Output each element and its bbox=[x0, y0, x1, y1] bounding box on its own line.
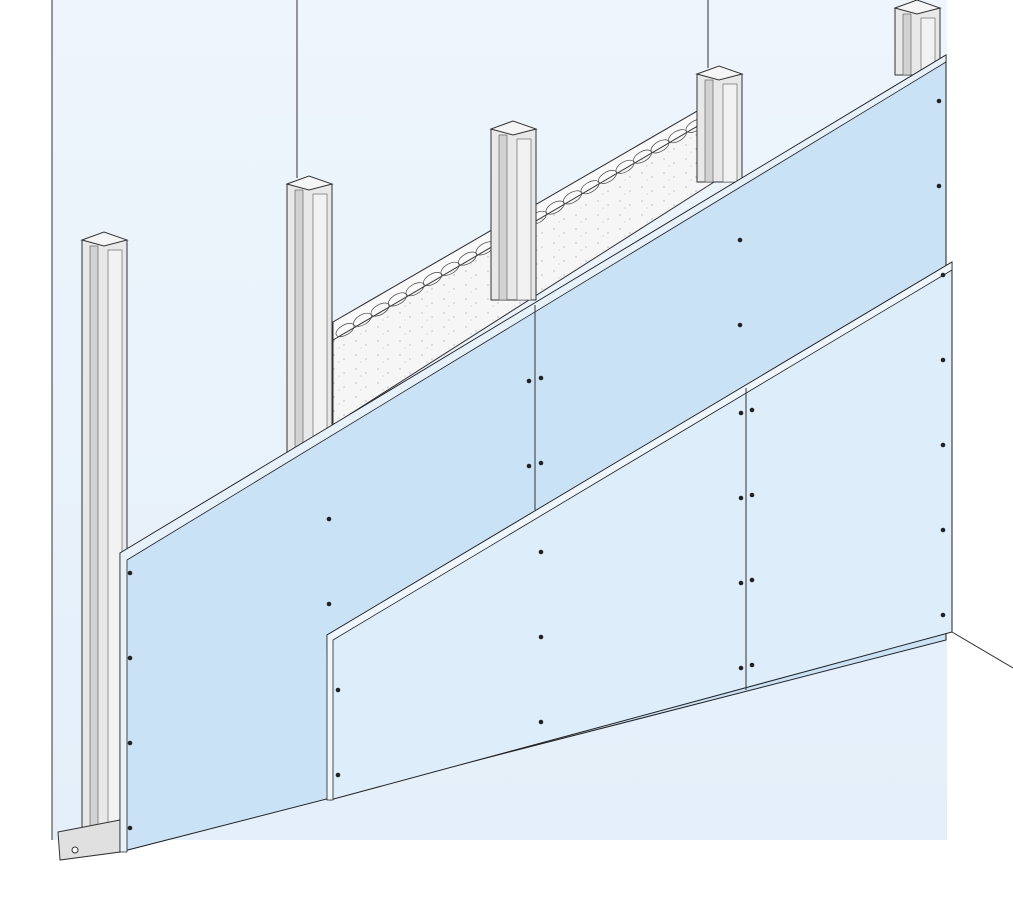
second-gypsum-board bbox=[326, 261, 953, 801]
screw bbox=[940, 442, 946, 448]
screw bbox=[749, 577, 755, 583]
floor-track bbox=[57, 819, 121, 861]
screw bbox=[538, 634, 544, 640]
screw bbox=[538, 460, 544, 466]
screw bbox=[738, 665, 744, 671]
screw bbox=[127, 570, 133, 576]
screw bbox=[737, 322, 743, 328]
screw bbox=[737, 237, 743, 243]
screw bbox=[940, 357, 946, 363]
screw bbox=[335, 772, 341, 778]
screw bbox=[940, 272, 946, 278]
screw bbox=[749, 492, 755, 498]
floor-line bbox=[951, 631, 1013, 669]
metal-stud bbox=[489, 120, 538, 301]
metal-stud bbox=[695, 65, 744, 183]
screw bbox=[326, 516, 332, 522]
screw bbox=[538, 375, 544, 381]
screw bbox=[538, 719, 544, 725]
screw bbox=[738, 495, 744, 501]
screw bbox=[749, 407, 755, 413]
screw bbox=[127, 825, 133, 831]
screw bbox=[526, 463, 532, 469]
screw bbox=[936, 98, 942, 104]
screw bbox=[940, 527, 946, 533]
screw bbox=[738, 580, 744, 586]
metal-stud bbox=[285, 175, 334, 453]
screw bbox=[326, 601, 332, 607]
screw bbox=[538, 549, 544, 555]
screw bbox=[749, 662, 755, 668]
screw bbox=[127, 655, 133, 661]
screw bbox=[127, 740, 133, 746]
screw bbox=[936, 183, 942, 189]
screw bbox=[738, 410, 744, 416]
screw bbox=[940, 612, 946, 618]
screw bbox=[526, 378, 532, 384]
screw bbox=[335, 687, 341, 693]
